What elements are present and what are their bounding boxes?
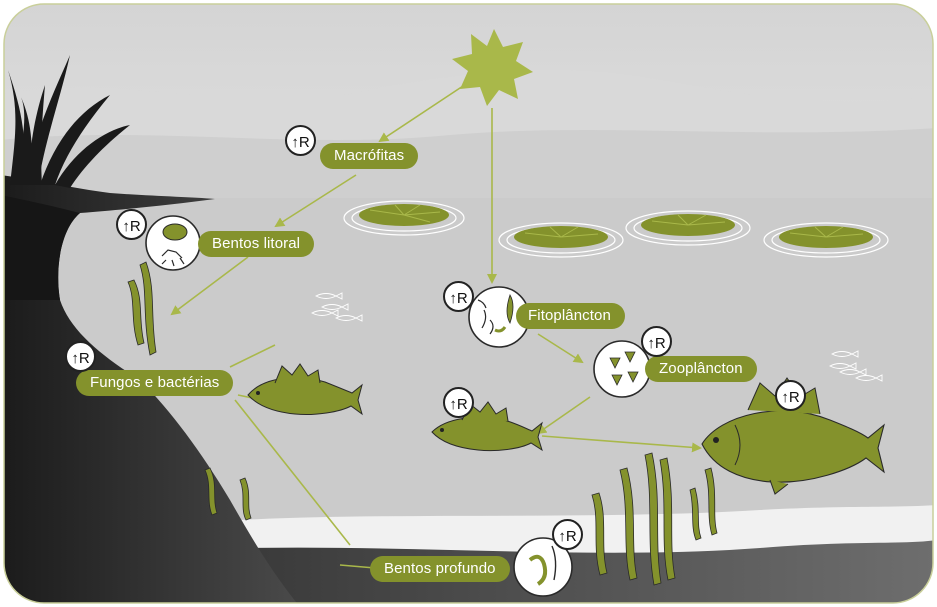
label-bentos-litoral: Bentos litoral <box>198 231 314 257</box>
respiration-badge-peixe-grande: ↑R <box>775 380 806 411</box>
zooplancton-icon <box>594 341 650 397</box>
respiration-badge-macrofitas: ↑R <box>285 125 316 156</box>
respiration-badge-zooplancton: ↑R <box>641 326 672 357</box>
bentos-litoral-icon <box>146 216 200 270</box>
label-fitoplancton: Fitoplâncton <box>516 303 625 329</box>
respiration-badge-peixe-medio: ↑R <box>443 387 474 418</box>
label-macrofitas: Macrófitas <box>320 143 418 169</box>
label-fungos-bacterias: Fungos e bactérias <box>76 370 233 396</box>
respiration-badge-bentos-litoral: ↑R <box>116 209 147 240</box>
label-zooplancton: Zooplâncton <box>645 356 757 382</box>
label-bentos-profundo: Bentos profundo <box>370 556 510 582</box>
respiration-badge-fungos-bacterias: ↑R <box>65 341 96 372</box>
respiration-badge-bentos-profundo: ↑R <box>552 519 583 550</box>
respiration-badge-fitoplancton: ↑R <box>443 281 474 312</box>
